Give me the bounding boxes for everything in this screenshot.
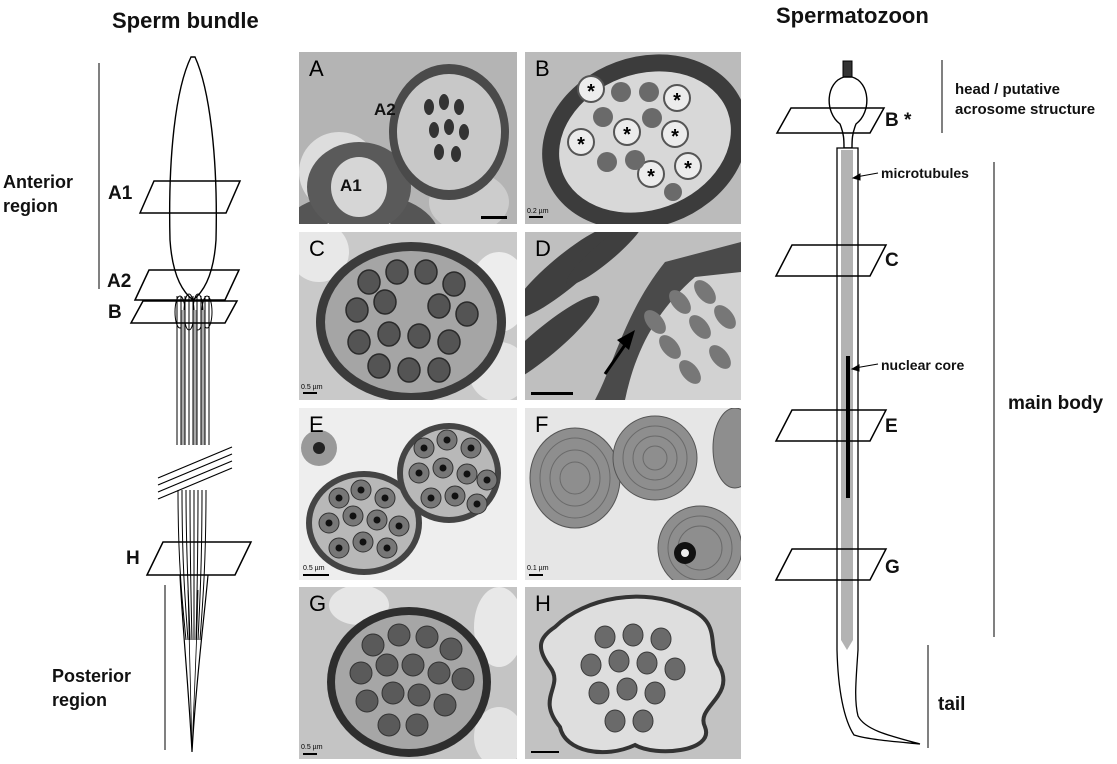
panel-A: A A2 A1 — [299, 52, 517, 224]
plane-label-C: C — [885, 250, 899, 271]
main-body-label: main body — [1008, 393, 1104, 414]
sperm-body — [836, 147, 921, 745]
panel-B-label: B — [535, 56, 550, 81]
head-label: head / putative acrosome structure — [955, 81, 1096, 118]
plane-label-B: B — [108, 302, 122, 323]
svg-text:*: * — [673, 90, 681, 112]
plane-label-A1: A1 — [108, 183, 133, 204]
plane-label-H: H — [126, 548, 140, 569]
plane-label-B-star: B * — [885, 110, 912, 131]
panel-F: F 0.1 µm — [525, 408, 741, 580]
plane-G-sperm — [774, 548, 888, 581]
plane-label-G: G — [885, 557, 900, 578]
plane-label-A2: A2 — [107, 271, 132, 292]
svg-text:*: * — [577, 134, 585, 156]
plane-C-sperm — [774, 244, 888, 277]
anterior-bulb — [168, 56, 217, 301]
panel-E: E 0.5 µm — [299, 408, 517, 580]
posterior-region-label: Posterior region — [52, 666, 132, 710]
panel-G-scale: 0.5 µm — [301, 744, 323, 751]
plane-B-sperm — [775, 107, 886, 134]
panel-B: ** ** ** * B 0.2 µm — [525, 52, 741, 224]
plane-A2 — [133, 269, 241, 301]
svg-text:*: * — [671, 126, 679, 148]
svg-text:*: * — [587, 81, 595, 103]
sperm-head — [828, 76, 868, 149]
spermatozoon-title: Spermatozoon — [776, 3, 929, 28]
panel-E-scale: 0.5 µm — [303, 565, 325, 572]
panel-A-inner-A1: A1 — [340, 176, 362, 195]
sperm-bundle-diagram — [98, 56, 253, 753]
panel-C-scale: 0.5 µm — [301, 384, 323, 391]
panel-G: G 0.5 µm — [299, 587, 517, 759]
panel-E-label: E — [309, 412, 324, 437]
svg-text:*: * — [623, 124, 631, 146]
panel-H-label: H — [535, 591, 551, 616]
svg-text:*: * — [647, 166, 655, 188]
panel-C-label: C — [309, 236, 325, 261]
svg-text:*: * — [684, 158, 692, 180]
panel-C: C 0.5 µm — [299, 232, 517, 400]
panel-H: H — [525, 587, 741, 759]
break-symbol — [157, 446, 233, 500]
panel-D: D — [525, 232, 741, 400]
panel-A-label: A — [309, 56, 324, 81]
plane-A1 — [138, 180, 242, 214]
panel-B-scale: 0.2 µm — [527, 208, 549, 215]
panel-F-scale: 0.1 µm — [527, 565, 549, 572]
anterior-region-label: Anterior region — [3, 172, 74, 216]
microtubules-label: microtubules — [881, 165, 969, 181]
plane-B — [129, 300, 239, 324]
acrosome-tip — [842, 60, 853, 78]
panel-F-label: F — [535, 412, 549, 437]
plane-E-sperm — [774, 409, 888, 442]
label-pointers — [850, 172, 879, 372]
panel-G-label: G — [309, 591, 327, 616]
spermatozoon-diagram — [774, 60, 995, 748]
plane-H — [145, 541, 253, 576]
panel-A-inner-A2: A2 — [374, 100, 396, 119]
plane-label-E: E — [885, 416, 898, 437]
sperm-bundle-title: Sperm bundle — [112, 8, 259, 33]
panel-D-label: D — [535, 236, 551, 261]
nuclear-core-label: nuclear core — [881, 357, 965, 373]
tail-label: tail — [938, 694, 966, 715]
